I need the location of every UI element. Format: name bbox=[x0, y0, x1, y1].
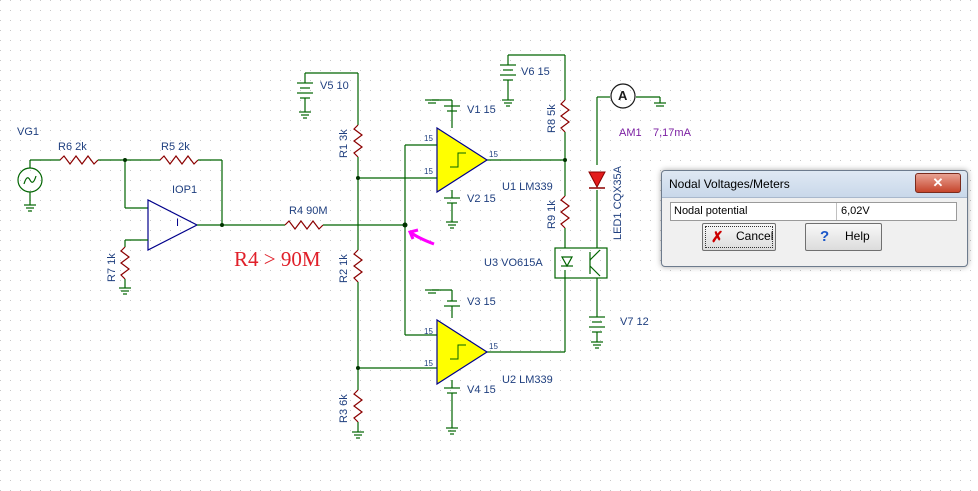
comparator-u2[interactable] bbox=[436, 318, 489, 386]
question-icon: ? bbox=[820, 228, 830, 245]
label-v7: V7 12 bbox=[620, 316, 649, 328]
label-opamp-symbol: I bbox=[176, 217, 180, 229]
pin-u2-in: 15 bbox=[424, 327, 433, 336]
close-icon: ✕ bbox=[932, 175, 944, 190]
label-r7: R7 1k bbox=[106, 253, 118, 282]
row-label: Nodal potential bbox=[674, 205, 748, 217]
label-iop1: IOP1 bbox=[172, 184, 198, 196]
pin-u1-in: 15 bbox=[424, 134, 433, 143]
label-led1: LED1 CQX35A bbox=[612, 166, 624, 240]
x-icon: ✗ bbox=[711, 229, 724, 246]
pin-u2-out: 15 bbox=[489, 342, 498, 351]
label-am1: AM1 bbox=[619, 127, 642, 139]
label-v6: V6 15 bbox=[521, 66, 550, 78]
label-v2: V2 15 bbox=[467, 193, 496, 205]
label-am1-value: 7,17mA bbox=[653, 127, 691, 139]
label-u2: U2 LM339 bbox=[502, 374, 553, 386]
help-button[interactable]: ? Help bbox=[805, 223, 882, 251]
label-r9: R9 1k bbox=[546, 200, 558, 229]
row-value: 6,02V bbox=[841, 205, 870, 217]
label-r4: R4 90M bbox=[289, 205, 328, 217]
junction-dots bbox=[123, 158, 567, 370]
led-icon[interactable] bbox=[588, 171, 606, 189]
label-r1: R1 3k bbox=[338, 129, 350, 158]
label-r3: R3 6k bbox=[338, 394, 350, 423]
dialog-titlebar[interactable]: Nodal Voltages/Meters ✕ bbox=[662, 171, 967, 198]
help-label: Help bbox=[845, 229, 870, 243]
cancel-button[interactable]: ✗ Cancel bbox=[702, 223, 776, 251]
dialog-title: Nodal Voltages/Meters bbox=[669, 177, 790, 191]
annotation-r4: R4 > 90M bbox=[234, 247, 321, 271]
close-button[interactable]: ✕ bbox=[915, 173, 961, 193]
pin-u1-in2: 15 bbox=[424, 167, 433, 176]
u1-hysteresis-icon bbox=[450, 152, 466, 168]
pin-u1-out: 15 bbox=[489, 150, 498, 159]
cancel-label: Cancel bbox=[736, 229, 774, 243]
label-u1: U1 LM339 bbox=[502, 181, 553, 193]
u2-hysteresis-icon bbox=[450, 344, 466, 360]
label-v1: V1 15 bbox=[467, 104, 496, 116]
label-u3: U3 VO615A bbox=[484, 257, 543, 269]
label-v5: V5 10 bbox=[320, 80, 349, 92]
label-v4: V4 15 bbox=[467, 384, 496, 396]
pin-u2-in2: 15 bbox=[424, 359, 433, 368]
label-v3: V3 15 bbox=[467, 296, 496, 308]
label-r8: R8 5k bbox=[546, 104, 558, 133]
label-r2: R2 1k bbox=[338, 254, 350, 283]
label-vg1: VG1 bbox=[17, 126, 40, 138]
nodal-potential-row[interactable]: Nodal potential 6,02V bbox=[670, 202, 957, 221]
label-r5: R5 2k bbox=[161, 141, 190, 153]
label-r6: R6 2k bbox=[58, 141, 87, 153]
comparator-u1[interactable] bbox=[436, 126, 489, 194]
wires bbox=[17, 54, 666, 439]
ammeter-symbol: A bbox=[618, 88, 628, 103]
nodal-voltages-dialog[interactable]: Nodal Voltages/Meters ✕ Nodal potential … bbox=[661, 170, 968, 267]
